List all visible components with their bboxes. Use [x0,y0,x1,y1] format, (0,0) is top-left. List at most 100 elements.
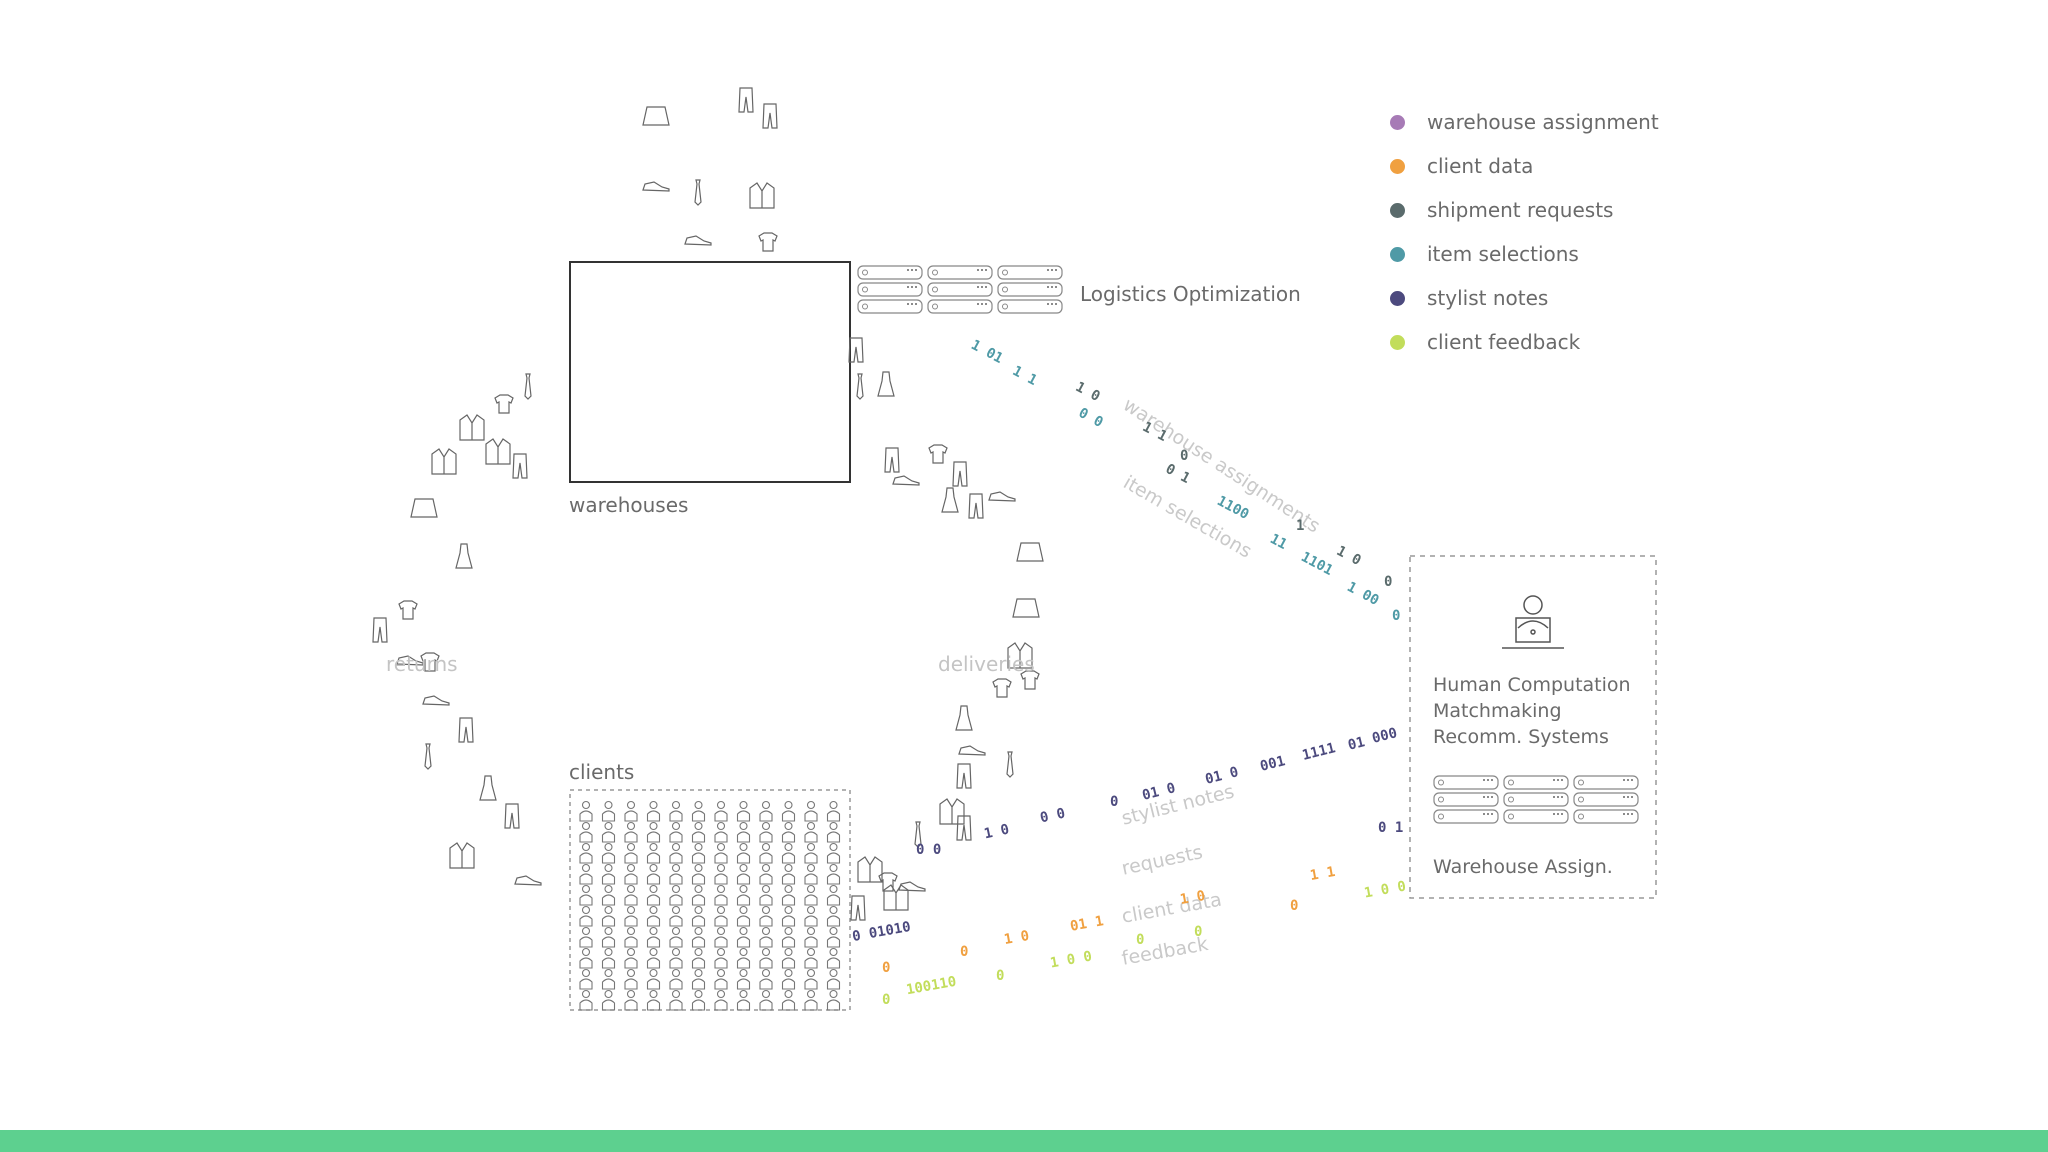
person-icon [781,968,796,990]
person-icon [691,905,706,927]
person-icon [691,842,706,864]
person-icon [759,905,773,927]
bits: 0 0 [916,842,942,858]
pants-icon [372,617,388,643]
server-racks [857,265,1639,824]
person-icon [736,842,751,864]
person-icon [601,863,616,885]
jacket-icon [749,182,775,209]
bits: 0 [960,944,969,960]
person-icon [826,926,841,948]
pants-icon [738,87,754,113]
person-icon [624,947,638,969]
person-icon [691,968,706,990]
dress-icon [455,543,473,569]
server-unit [927,282,993,297]
person-icon [579,842,593,864]
person-icon [646,821,661,843]
legend-label: stylist notes [1427,286,1549,310]
legend-dot [1390,114,1405,130]
person-icon [759,800,773,822]
person-icon [601,947,616,969]
pants-icon [956,763,972,789]
jacket-icon [485,438,511,465]
person-icon [714,947,728,969]
legend-label: item selections [1427,242,1579,266]
stylist-agent-icon [1502,595,1564,649]
legend-label: warehouse assignment [1427,110,1659,134]
legend-dot [1390,246,1405,262]
legend-label: client data [1427,154,1534,178]
person-icon [601,905,616,927]
person-icon [826,989,841,1011]
clients-label: clients [569,760,635,784]
person-icon [781,884,796,906]
person-icon [826,821,841,843]
person-icon [669,821,683,843]
legend: warehouse assignment client data shipmen… [1390,100,1659,364]
person-icon [669,989,683,1011]
person-icon [601,968,616,990]
person-icon [579,989,593,1011]
jacket-icon [1007,642,1033,669]
person-icon [804,884,818,906]
person-icon [601,800,616,822]
bits: 0 [882,960,891,976]
legend-item-client-data: client data [1390,144,1659,188]
tshirt-icon [1020,670,1040,690]
legend-dot [1390,290,1405,306]
legend-item-client-feedback: client feedback [1390,320,1659,364]
server-unit [857,265,923,280]
person-icon [646,800,661,822]
pants-icon [848,337,864,363]
person-icon [646,842,661,864]
skirt-icon [1012,598,1040,618]
tshirt-icon [928,444,948,464]
person-icon [781,926,796,948]
person-icon [759,863,773,885]
pants-icon [968,493,984,519]
dress-icon [877,371,895,397]
tshirt-icon [878,872,898,892]
person-icon [579,821,593,843]
tie-icon [1006,751,1014,778]
person-icon [714,989,728,1011]
person-icon [826,884,841,906]
legend-item-stylist-notes: stylist notes [1390,276,1659,320]
legend-dot [1390,158,1405,174]
person-icon [736,926,751,948]
bits: 0 [996,968,1005,984]
bits: 0 [1136,932,1145,948]
person-icon [714,926,728,948]
pants-icon [762,103,778,129]
person-icon [714,821,728,843]
person-icon [669,863,683,885]
server-unit [1503,775,1569,790]
person-icon [601,926,616,948]
person-icon [759,842,773,864]
dress-icon [479,775,497,801]
person-icon [826,905,841,927]
person-icon [579,968,593,990]
legend-item-warehouse-assignment: warehouse assignment [1390,100,1659,144]
warehouses-box [569,261,851,483]
person-icon [669,884,683,906]
person-icon [646,863,661,885]
warehouses-label: warehouses [569,493,689,517]
person-icon [601,842,616,864]
deliveries-label: deliveries [938,652,1035,676]
server-unit [1573,775,1639,790]
person-icon [579,863,593,885]
agent-line-2: Matchmaking [1433,700,1562,722]
legend-dot [1390,202,1405,218]
person-icon [579,800,593,822]
person-icon [669,968,683,990]
person-icon [759,926,773,948]
person-icon [714,968,728,990]
person-icon [669,926,683,948]
person-icon [669,800,683,822]
person-icon [624,842,638,864]
legend-label: client feedback [1427,330,1581,354]
person-icon [646,947,661,969]
person-icon [624,968,638,990]
